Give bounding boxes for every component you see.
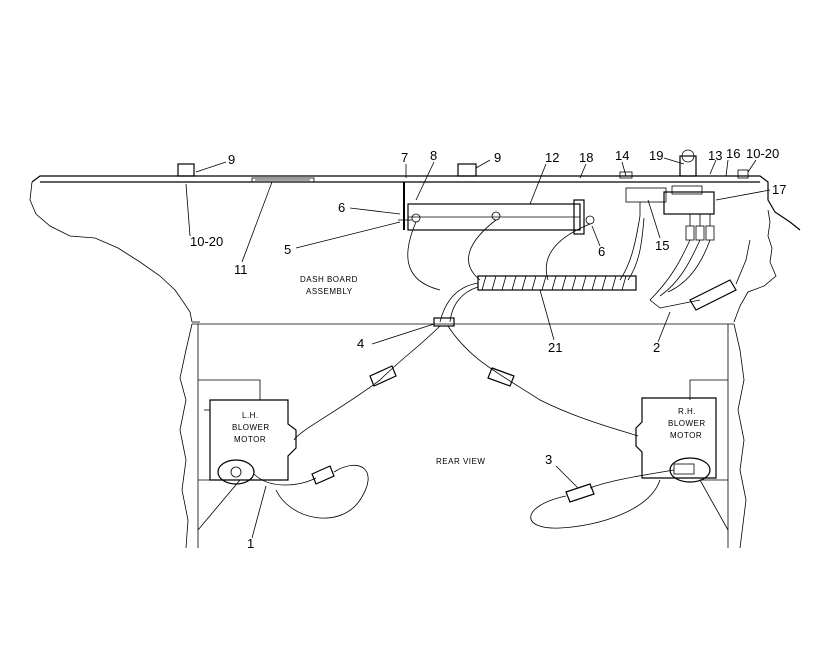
callout-21: 21	[548, 340, 562, 355]
leader-lines	[185, 157, 771, 539]
rh-motor-label-line1: R.H.	[678, 407, 696, 416]
callout-19: 19	[649, 148, 663, 163]
rh-motor-label-line3: MOTOR	[670, 431, 702, 440]
lh-motor-label-line3: MOTOR	[234, 435, 266, 444]
callout-9-center: 9	[494, 150, 501, 165]
callout-6-left: 6	[338, 200, 345, 215]
callout-10-20-right: 10-20	[746, 146, 779, 161]
callout-10-20-left: 10-20	[190, 234, 223, 249]
callout-12: 12	[545, 150, 559, 165]
callout-11: 11	[234, 262, 248, 277]
lower-panel	[179, 323, 747, 549]
lh-motor-label-line2: BLOWER	[232, 423, 270, 432]
grommet	[433, 317, 455, 327]
callout-16: 16	[726, 146, 740, 161]
rh-motor-label-line2: BLOWER	[668, 419, 706, 428]
switch-assembly	[625, 185, 715, 241]
callout-1: 1	[247, 536, 254, 551]
dash-board-label-line2: ASSEMBLY	[306, 287, 353, 296]
rear-view-label: REAR VIEW	[436, 457, 485, 466]
rh-blower-motor	[635, 397, 717, 483]
callout-13: 13	[708, 148, 722, 163]
callout-15: 15	[655, 238, 669, 253]
text-labels: DASH BOARD ASSEMBLY L.H. BLOWER MOTOR R.…	[232, 275, 706, 466]
dash-board-outline	[29, 175, 801, 325]
callout-7: 7	[401, 150, 408, 165]
callout-14: 14	[615, 148, 629, 163]
lh-blower-motor	[204, 399, 297, 485]
callout-6-right: 6	[598, 244, 605, 259]
callout-9-left: 9	[228, 152, 235, 167]
callout-numbers: 9 10-20 11 7 8 9 12 18 14 19 13 16 10-20…	[190, 146, 786, 551]
callout-4: 4	[357, 336, 364, 351]
wiring-lower	[253, 325, 675, 529]
lh-motor-label-line1: L.H.	[242, 411, 259, 420]
callout-17: 17	[772, 182, 786, 197]
callout-3: 3	[545, 452, 552, 467]
callout-5: 5	[284, 242, 291, 257]
dash-board-label-line1: DASH BOARD	[300, 275, 358, 284]
harness	[439, 275, 637, 323]
top-cover	[177, 149, 749, 183]
callout-2: 2	[653, 340, 660, 355]
wiring-upper	[407, 215, 751, 311]
callout-18: 18	[579, 150, 593, 165]
callout-8: 8	[430, 148, 437, 163]
resistor-assembly	[398, 182, 595, 235]
